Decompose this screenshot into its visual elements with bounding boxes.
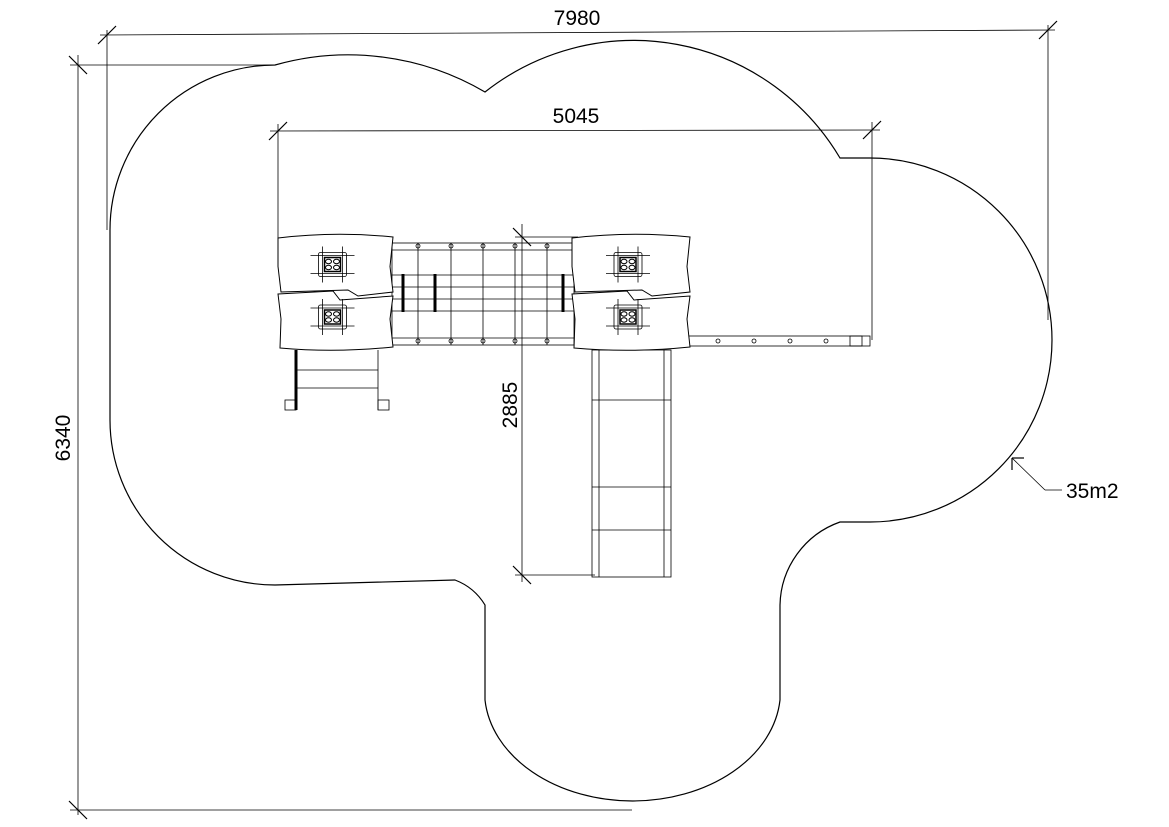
bridge-bolt [480, 243, 486, 249]
area-annotation: 35m2 [1011, 457, 1119, 503]
bridge-bolt [512, 243, 518, 249]
bridge-bolt [544, 338, 550, 344]
area-label: 35m2 [1066, 480, 1119, 503]
tower-panel [277, 233, 394, 297]
window-icon [619, 309, 637, 325]
tower-panel [277, 290, 394, 351]
tower-panel [571, 233, 691, 297]
dimension-label-overall-width: 7980 [554, 7, 601, 30]
bridge-bolt [480, 338, 486, 344]
bridge-bolt [512, 338, 518, 344]
window-icon [323, 256, 342, 273]
dimension-label-structure-width: 5045 [553, 105, 600, 128]
dimension-label-overall-depth: 6340 [52, 415, 75, 462]
dimension-structure-width: 5045 [268, 105, 882, 340]
beam [687, 335, 871, 347]
bridge-bolt [415, 338, 421, 344]
bridge-bolt [448, 338, 454, 344]
safety-zone-outline [109, 39, 1053, 802]
dimension-structure-depth: 2885 [499, 224, 595, 585]
window-icon [323, 309, 342, 325]
window-icon [619, 256, 637, 273]
tower-panel [571, 290, 691, 351]
ladder [284, 350, 390, 411]
bridge-bolt [415, 243, 421, 249]
net-bridge [391, 242, 575, 346]
bridge-bolt [544, 243, 550, 249]
dimension-overall-depth: 6340 [52, 55, 632, 820]
dimension-label-structure-depth: 2885 [499, 382, 522, 429]
slide [591, 349, 672, 578]
bridge-bolt [448, 243, 454, 249]
dimension-overall-width: 7980 [97, 7, 1058, 320]
